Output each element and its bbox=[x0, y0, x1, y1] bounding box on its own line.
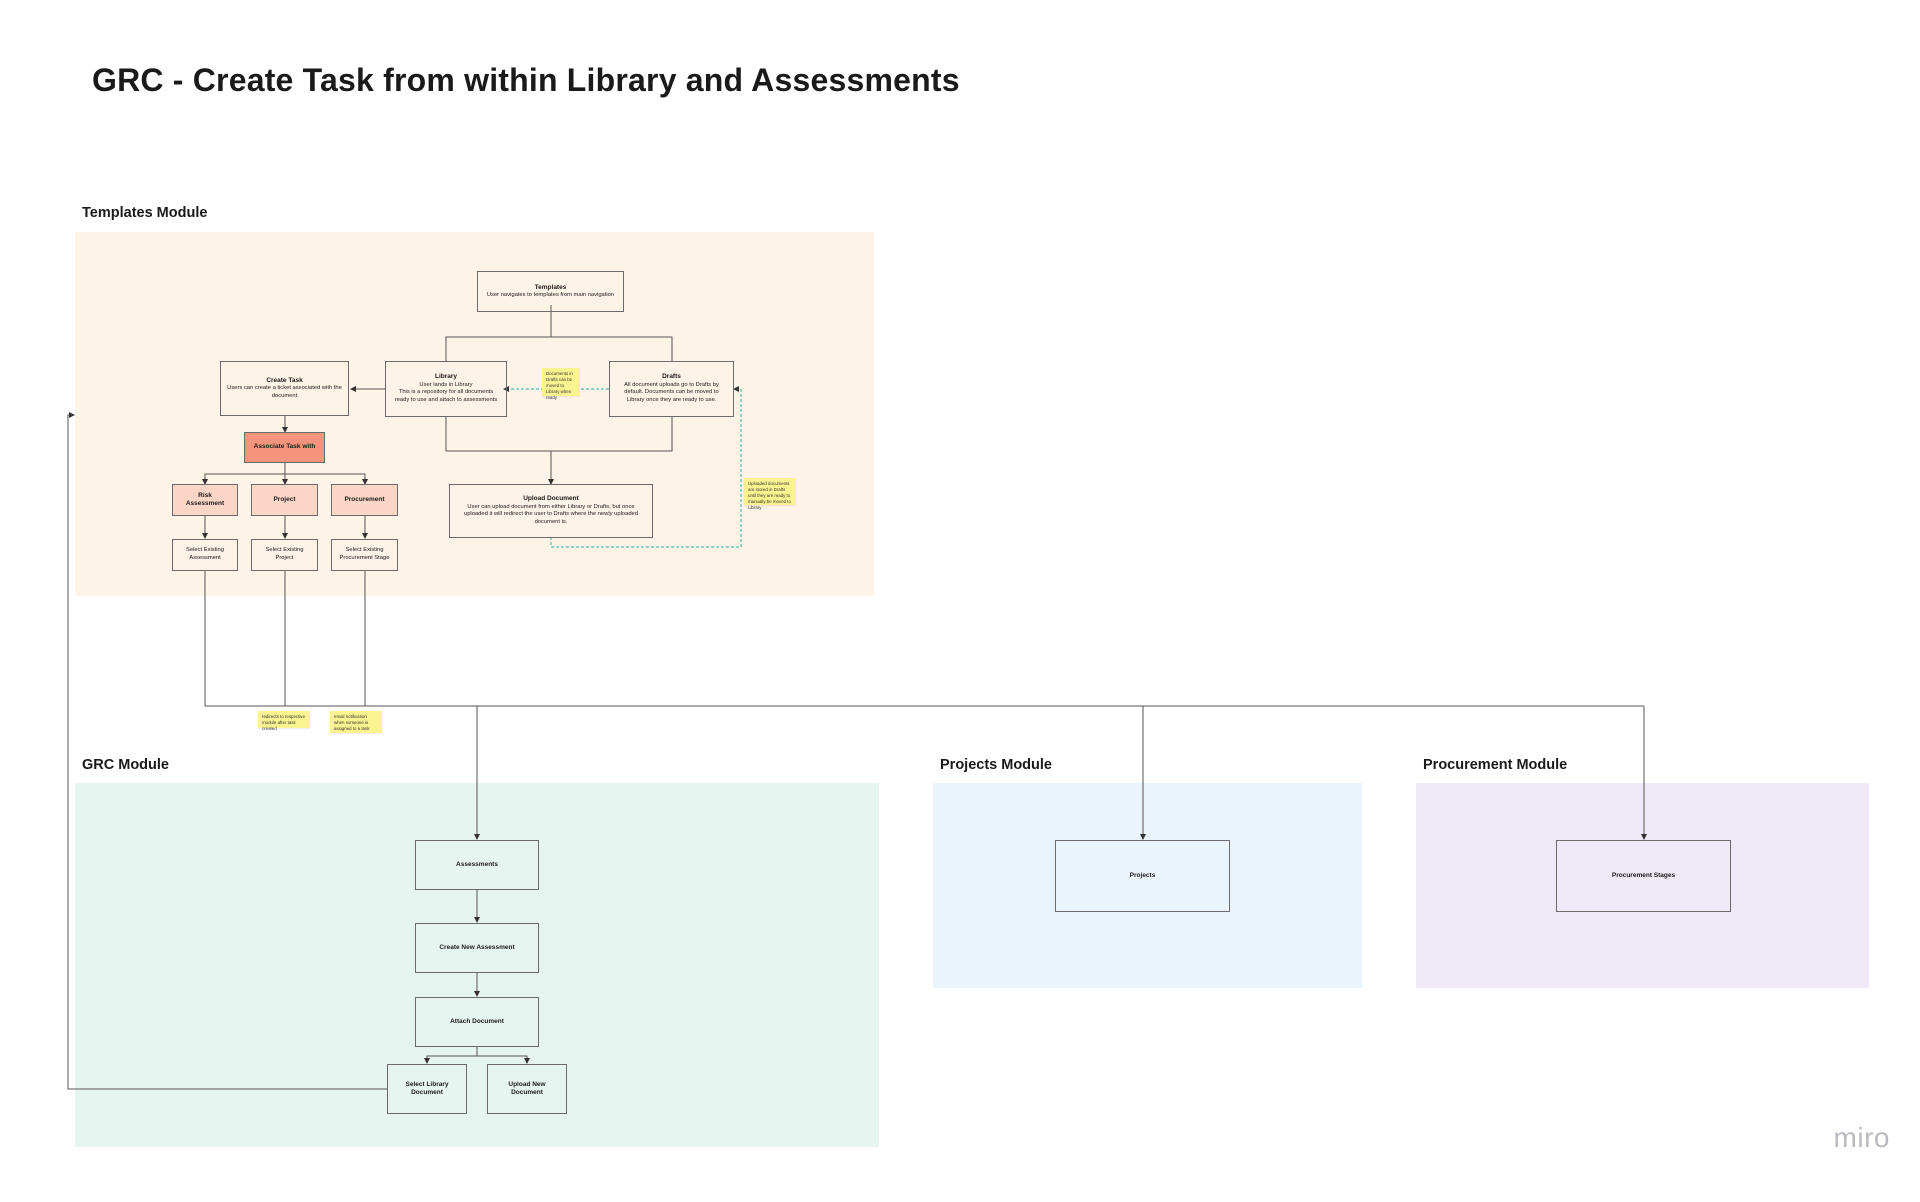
assessments-node[interactable]: Assessments bbox=[415, 840, 539, 890]
create-task-node-title: Create Task bbox=[266, 376, 303, 384]
select-library-document-node-title: Select Library Document bbox=[405, 1080, 449, 1096]
assessments-node-title: Assessments bbox=[456, 860, 498, 868]
create-new-assessment-node[interactable]: Create New Assessment bbox=[415, 923, 539, 973]
procurement-module-frame[interactable] bbox=[1416, 783, 1869, 988]
templates-module-label: Templates Module bbox=[82, 205, 208, 221]
library-node[interactable]: Library User lands in Library This is a … bbox=[385, 361, 507, 417]
procurement-module-label: Procurement Module bbox=[1423, 757, 1568, 773]
projects-node-title: Projects bbox=[1129, 871, 1156, 879]
templates-node[interactable]: Templates User navigates to templates fr… bbox=[477, 271, 624, 312]
procurement-stages-node-title: Procurement Stages bbox=[1611, 871, 1676, 879]
procurement-stages-node[interactable]: Procurement Stages bbox=[1556, 840, 1731, 912]
create-task-node-desc: Users can create a ticket associated wit… bbox=[227, 385, 342, 399]
select-existing-project-node[interactable]: Select Existing Project bbox=[251, 539, 318, 571]
library-node-title: Library bbox=[434, 373, 458, 381]
create-task-node[interactable]: Create Task Users can create a ticket as… bbox=[220, 361, 349, 416]
project-node[interactable]: Project bbox=[251, 484, 318, 516]
create-new-assessment-node-title: Create New Assessment bbox=[439, 943, 515, 951]
sticky-email-notification[interactable]: email notification when someone is assig… bbox=[330, 711, 382, 733]
projects-module-frame[interactable] bbox=[933, 783, 1362, 988]
templates-node-title: Templates bbox=[534, 283, 567, 291]
attach-document-node[interactable]: Attach Document bbox=[415, 997, 539, 1047]
projects-module-label: Projects Module bbox=[940, 757, 1052, 773]
project-node-title: Project bbox=[273, 495, 296, 503]
procurement-node[interactable]: Procurement bbox=[331, 484, 398, 516]
sticky-uploaded-in-drafts[interactable]: Uploaded documents are stored in Drafts … bbox=[744, 478, 796, 510]
board-title: GRC - Create Task from within Library an… bbox=[92, 62, 960, 98]
associate-task-node-title: Associate Task with bbox=[253, 443, 316, 451]
upload-document-node[interactable]: Upload Document User can upload document… bbox=[449, 484, 653, 538]
upload-new-document-node-title: Upload New Document bbox=[508, 1080, 546, 1096]
select-existing-procurement-node[interactable]: Select Existing Procurement Stage bbox=[331, 539, 398, 571]
upload-document-node-desc: User can upload document from either Lib… bbox=[463, 503, 638, 525]
templates-node-desc: User navigates to templates from main na… bbox=[486, 291, 615, 298]
miro-logo: miro bbox=[1833, 1122, 1890, 1153]
risk-assessment-node-title: Risk Assessment bbox=[185, 491, 225, 507]
procurement-node-title: Procurement bbox=[344, 495, 385, 503]
sticky-drafts-to-library[interactable]: Documents in Drafts can be moved to Libr… bbox=[542, 368, 580, 400]
associate-task-node[interactable]: Associate Task with bbox=[244, 432, 325, 463]
drafts-node[interactable]: Drafts All document uploads go to Drafts… bbox=[609, 361, 734, 417]
drafts-node-desc: All document uploads go to Drafts by def… bbox=[624, 381, 719, 403]
select-existing-assessment-label: Select Existing Assessment bbox=[185, 547, 225, 561]
select-existing-project-label: Select Existing Project bbox=[265, 547, 304, 561]
grc-module-label: GRC Module bbox=[82, 757, 169, 773]
upload-document-node-title: Upload Document bbox=[523, 495, 579, 503]
select-library-document-node[interactable]: Select Library Document bbox=[387, 1064, 467, 1114]
select-existing-procurement-label: Select Existing Procurement Stage bbox=[339, 547, 390, 561]
projects-node[interactable]: Projects bbox=[1055, 840, 1230, 912]
sticky-redirects-module[interactable]: redirects to respective module after tas… bbox=[258, 711, 310, 731]
attach-document-node-title: Attach Document bbox=[450, 1017, 504, 1025]
risk-assessment-node[interactable]: Risk Assessment bbox=[172, 484, 238, 516]
upload-new-document-node[interactable]: Upload New Document bbox=[487, 1064, 567, 1114]
library-node-desc: User lands in Library This is a reposito… bbox=[394, 381, 498, 403]
select-existing-assessment-node[interactable]: Select Existing Assessment bbox=[172, 539, 238, 571]
drafts-node-title: Drafts bbox=[662, 373, 681, 381]
